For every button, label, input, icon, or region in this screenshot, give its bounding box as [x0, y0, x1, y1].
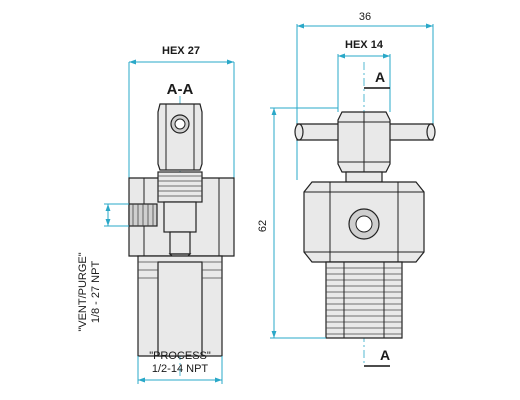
- dim36-label: 36: [359, 11, 371, 23]
- threaded-end: [325, 261, 403, 339]
- cut-label-top: A: [375, 69, 385, 85]
- hex27-label: HEX 27: [162, 45, 200, 57]
- dim62-label: 62: [257, 220, 269, 232]
- stem-tip: [169, 231, 191, 255]
- side-view: 36 HEX 14 A: [257, 11, 436, 367]
- valve-stem: [163, 201, 197, 233]
- cut-label-bottom: A: [380, 347, 390, 363]
- bonnet-hex: [157, 103, 203, 171]
- section-view-a-a: HEX 27 A-A: [77, 45, 235, 384]
- section-label: A-A: [167, 81, 194, 98]
- vent-label-line1: "VENT/PURGE": [77, 252, 89, 331]
- process-label-line2: 1/2-14 NPT: [152, 363, 209, 375]
- process-label-line1: "PROCESS": [149, 350, 211, 362]
- stem-thread: [157, 171, 203, 203]
- process-bore: [157, 261, 203, 357]
- hex14-label: HEX 14: [345, 39, 384, 51]
- vent-label-line2: 1/8 - 27 NPT: [90, 261, 102, 324]
- neck: [345, 171, 383, 183]
